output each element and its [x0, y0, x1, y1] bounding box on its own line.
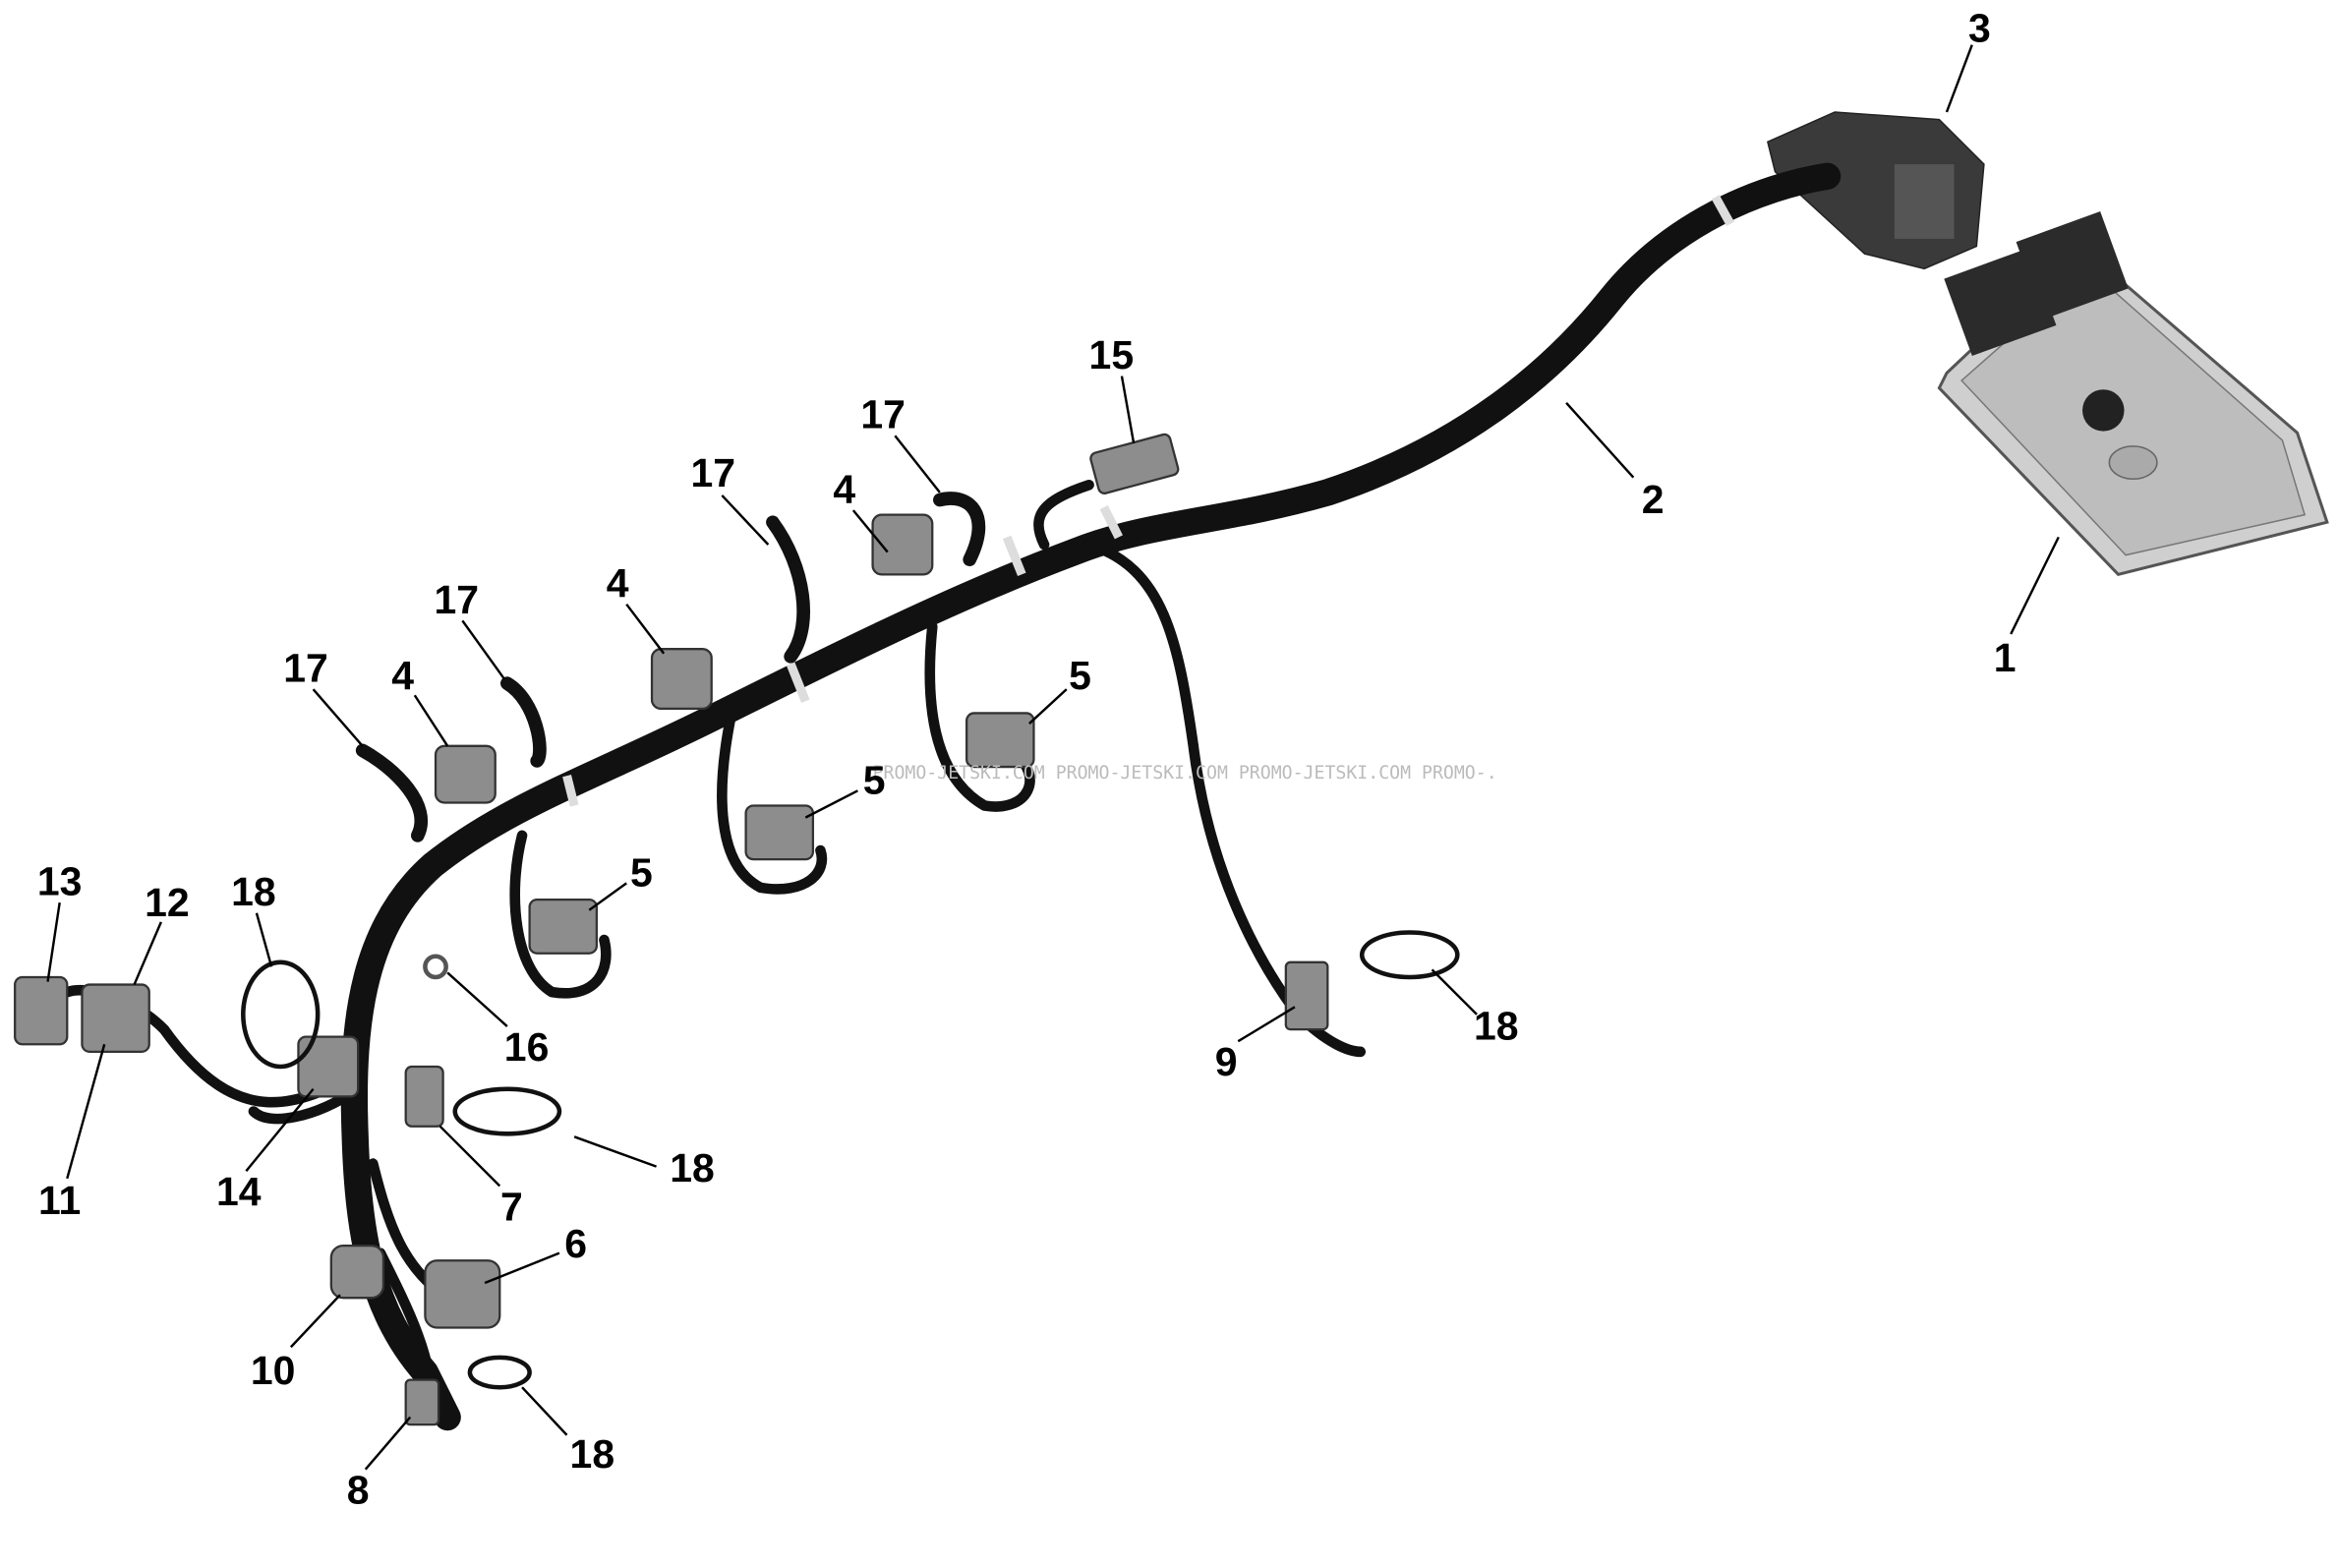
callout-6: 6 — [564, 1221, 587, 1266]
callout-4: 4 — [833, 467, 855, 512]
leader-lines — [46, 44, 2060, 1471]
callout-2: 2 — [1642, 477, 1665, 522]
callout-5: 5 — [630, 849, 653, 895]
ecu-connector — [1767, 111, 1985, 270]
callout-17: 17 — [690, 450, 735, 495]
callout-5: 5 — [863, 757, 886, 802]
callout-17: 17 — [283, 646, 328, 691]
callout-1: 1 — [1994, 635, 2017, 680]
ecu-module — [1937, 210, 2329, 577]
callout-16: 16 — [504, 1024, 550, 1070]
connectors — [14, 433, 1329, 1426]
callout-18: 18 — [231, 869, 276, 914]
callout-18: 18 — [1474, 1004, 1519, 1049]
callout-9: 9 — [1215, 1039, 1238, 1084]
callout-3: 3 — [1968, 6, 1991, 51]
callout-18: 18 — [670, 1145, 715, 1191]
watermark: PROMO-JETSKI.COM PROMO-JETSKI.COM PROMO-… — [873, 763, 1497, 784]
main-harness — [61, 162, 1842, 1431]
callout-4: 4 — [607, 560, 629, 606]
callout-11: 11 — [38, 1178, 81, 1223]
callout-labels: 1 2 3 4 4 4 5 5 5 6 7 8 9 10 11 12 13 14… — [37, 6, 2017, 1513]
callout-18: 18 — [570, 1431, 615, 1477]
cable-ties — [241, 492, 1460, 1390]
callout-13: 13 — [37, 859, 83, 904]
callout-7: 7 — [500, 1184, 523, 1229]
callout-10: 10 — [251, 1348, 296, 1393]
callout-5: 5 — [1069, 653, 1091, 698]
callout-14: 14 — [216, 1169, 262, 1214]
callout-4: 4 — [391, 653, 414, 698]
callout-8: 8 — [347, 1468, 370, 1513]
callout-17: 17 — [434, 577, 479, 622]
callout-12: 12 — [145, 880, 190, 925]
callout-15: 15 — [1089, 332, 1135, 377]
callout-17: 17 — [860, 392, 906, 437]
